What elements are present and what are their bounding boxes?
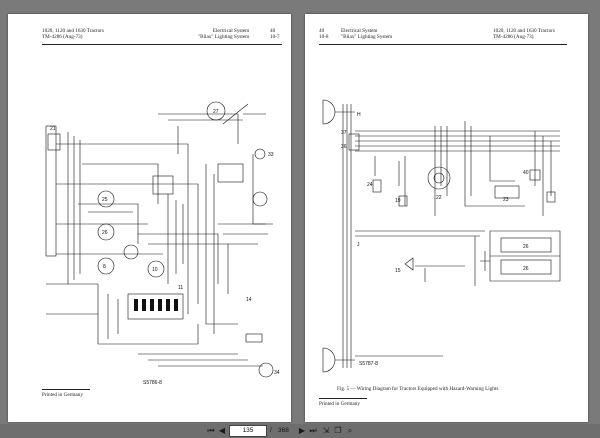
total-pages: 368	[278, 427, 289, 434]
left-header-pagenum: 40 10-7	[270, 28, 280, 41]
left-header-line-2: TM-4286 (Aug-73)	[42, 34, 83, 41]
right-label-37: 37	[341, 130, 347, 136]
right-label-15: 15	[395, 268, 401, 274]
left-header-line-1: 1020, 1120 and 1630 Tractors	[42, 28, 104, 34]
right-wiring-diagram: H 37 36 24 19 22 23 40 26 26 J 15 S5787-…	[322, 99, 561, 373]
right-label-40: 40	[523, 170, 529, 176]
page-separator: /	[270, 427, 272, 434]
right-header-line-2: TM-4286 (Aug-73)	[493, 34, 534, 41]
right-page: 40 10-8 Electrical System "Bilax" Lighti…	[305, 14, 588, 422]
left-diagram-code: S5786-8	[143, 380, 162, 386]
left-pagenum-2: 10-7	[270, 34, 280, 41]
right-label-H: H	[357, 112, 361, 118]
page-number-input[interactable]: 135	[229, 425, 267, 437]
left-header-section: Electrical System "Bilax" Lighting Syste…	[198, 28, 249, 41]
right-footer: Printed in Germany	[319, 401, 360, 407]
right-header-rule	[319, 44, 567, 45]
left-label-27: 27	[213, 109, 219, 115]
right-label-26b: 26	[523, 266, 529, 272]
copy-icon[interactable]: ❐	[334, 426, 342, 435]
right-header-title: 1020, 1120 and 1630 Tractors TM-4286 (Au…	[493, 28, 555, 41]
right-figure-caption: Fig. 5 — Wiring Diagram for Tractors Equ…	[337, 386, 499, 392]
next-page-icon[interactable]: ▶	[298, 426, 306, 435]
right-pagenum-1: 40	[319, 28, 325, 34]
right-label-24: 24	[367, 182, 373, 188]
right-header-section-2: "Bilax" Lighting System	[341, 34, 393, 41]
left-page: 1020, 1120 and 1630 Tractors TM-4286 (Au…	[8, 14, 291, 422]
right-footer-rule	[319, 398, 367, 399]
left-label-14: 14	[246, 297, 252, 303]
left-header-title: 1020, 1120 and 1630 Tractors TM-4286 (Au…	[42, 28, 104, 41]
left-label-11: 11	[178, 285, 183, 291]
left-label-33: 33	[268, 152, 274, 158]
right-header-line-1: 1020, 1120 and 1630 Tractors	[493, 28, 555, 34]
left-header-section-2: "Bilax" Lighting System	[198, 34, 250, 41]
right-header-pagenum: 40 10-8	[319, 28, 329, 41]
current-page: 135	[242, 427, 254, 434]
left-label-8: 8	[103, 264, 106, 270]
left-wiring-diagram: 21 27 33 34 25 26 8 11 14 10 S5786-8	[45, 101, 280, 386]
right-label-22: 22	[436, 195, 442, 201]
left-label-21: 21	[50, 126, 56, 132]
right-header-section-1: Electrical System	[341, 28, 378, 34]
left-pagenum-1: 40	[270, 28, 276, 34]
left-label-25: 25	[102, 197, 108, 203]
left-label-10: 10	[152, 267, 158, 273]
right-label-26a: 26	[523, 244, 529, 250]
fit-page-icon[interactable]: ⇲	[322, 426, 330, 435]
right-label-36: 36	[341, 144, 347, 150]
left-header-rule	[42, 44, 282, 45]
last-page-icon[interactable]: ⏭	[309, 426, 317, 435]
left-header-section-1: Electrical System	[212, 28, 250, 34]
left-label-26: 26	[102, 230, 108, 236]
first-page-icon[interactable]: ⏮	[207, 426, 215, 435]
right-label-J: J	[357, 242, 360, 248]
right-diagram-code: S5787-8	[359, 361, 378, 367]
prev-page-icon[interactable]: ◀	[218, 426, 226, 435]
search-icon[interactable]: ⌕	[347, 426, 353, 435]
right-pagenum-2: 10-8	[319, 34, 329, 41]
right-label-23: 23	[503, 197, 509, 203]
right-header-section: Electrical System "Bilax" Lighting Syste…	[341, 28, 392, 41]
left-footer: Printed in Germany	[42, 392, 83, 398]
viewer-toolbar: ⏮ ◀ 135 / 368 ▶ ⏭ ⇲ ❐ ⌕	[0, 424, 600, 438]
right-label-19: 19	[395, 198, 401, 204]
left-label-34: 34	[274, 370, 280, 376]
left-footer-rule	[42, 389, 90, 390]
